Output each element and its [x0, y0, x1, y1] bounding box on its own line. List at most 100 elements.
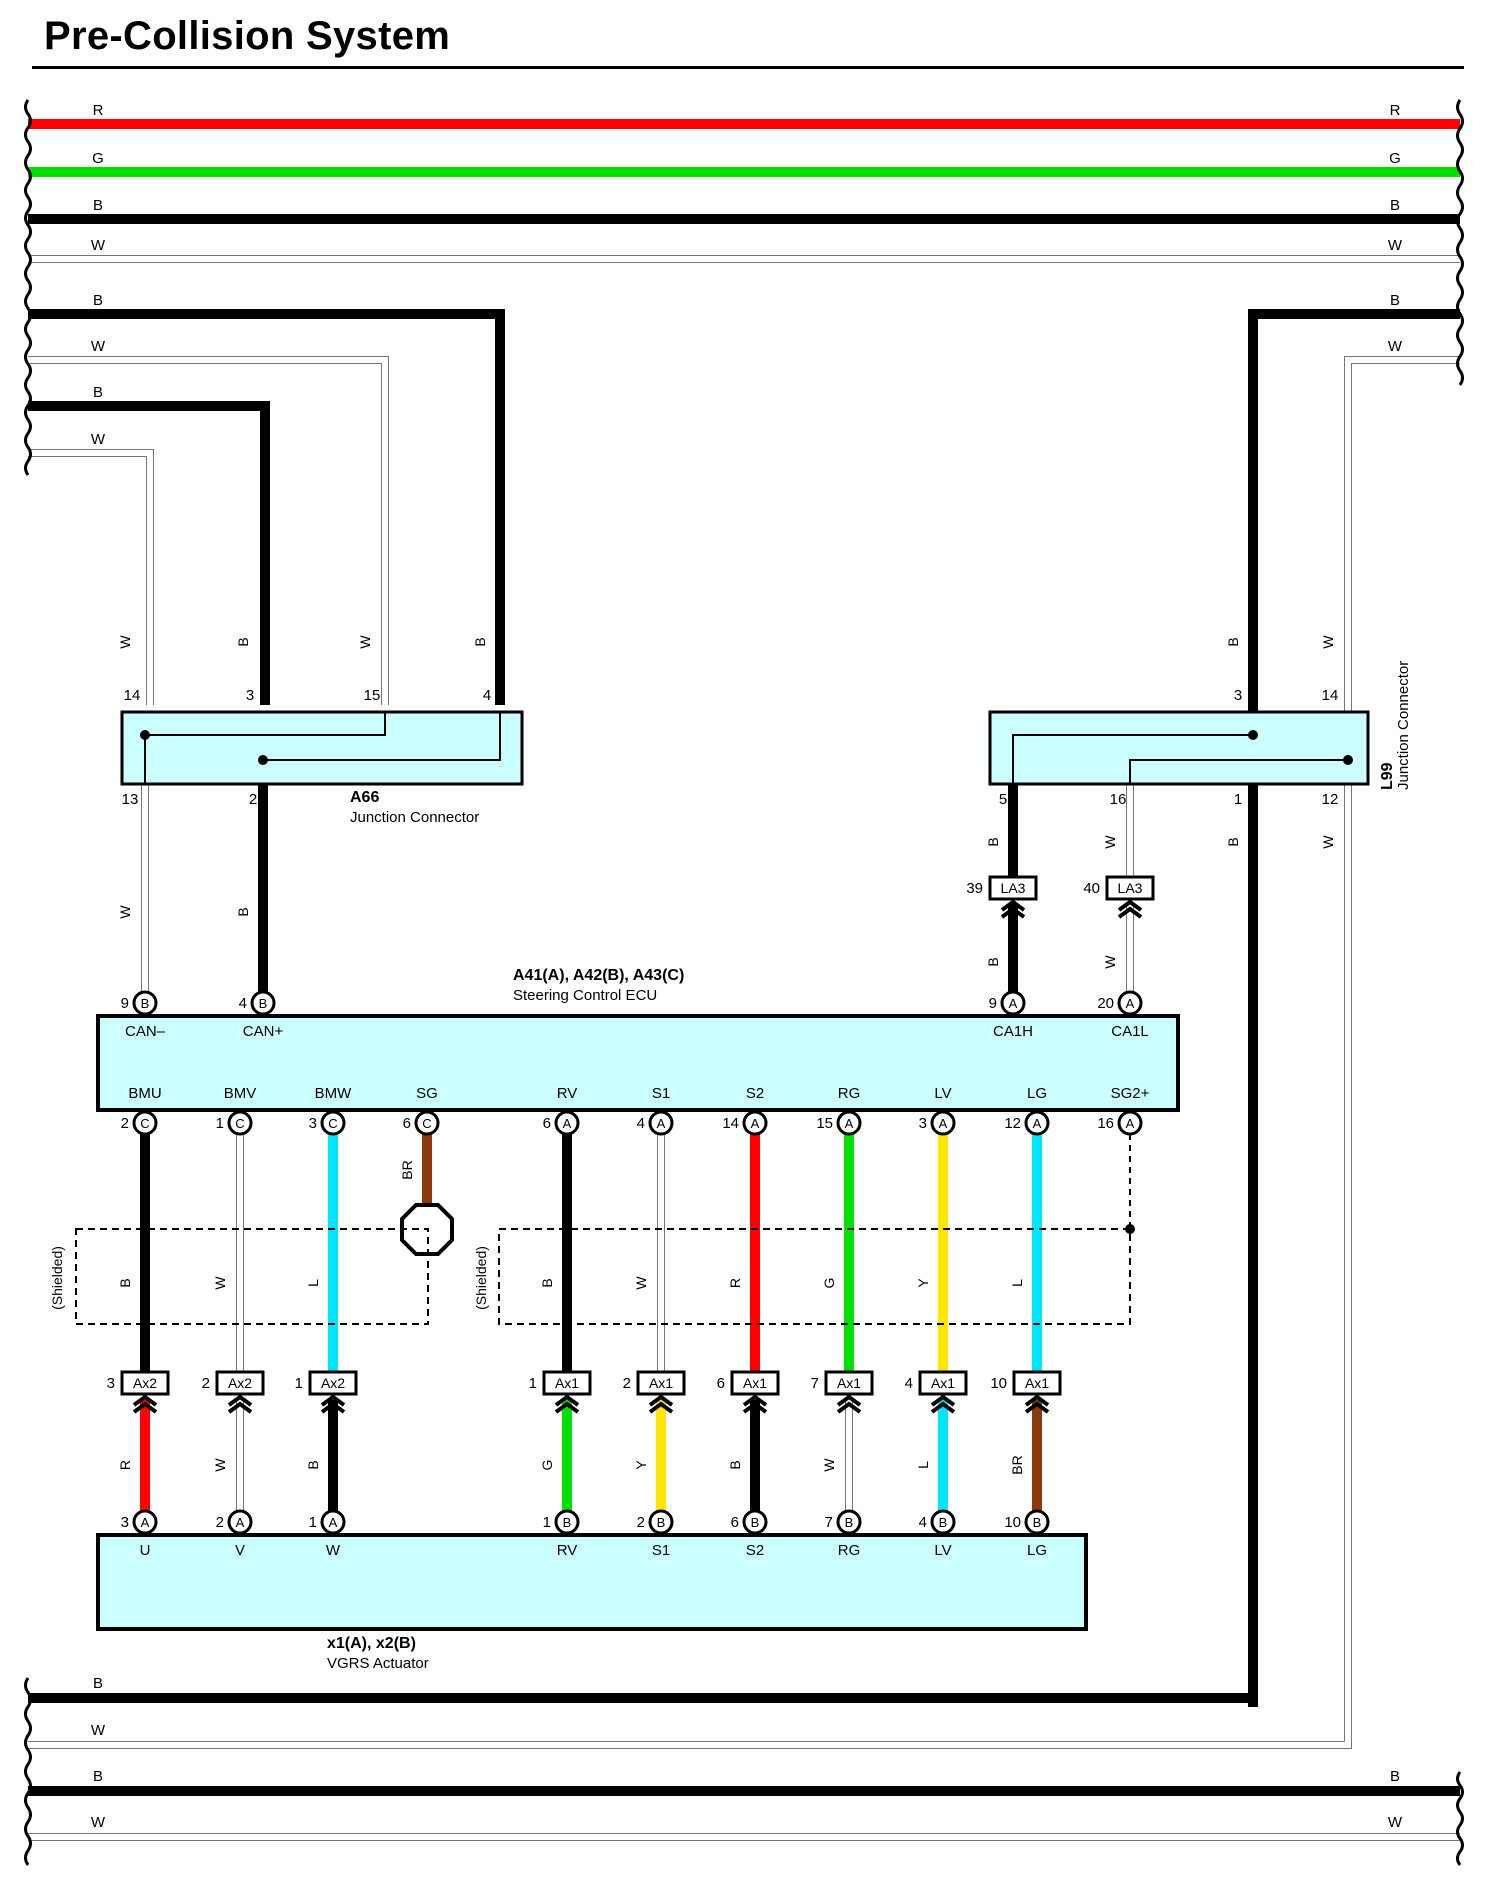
- ecu-terminal-num: 12: [1004, 1115, 1021, 1132]
- inline-connector-chevron: [320, 1401, 346, 1414]
- ecu-terminal: [250, 990, 276, 1016]
- ecu-terminal-num: 4: [637, 1115, 645, 1132]
- a66-bottom-pin: 13: [122, 791, 139, 808]
- a66-internal-trace: [145, 712, 386, 736]
- l99-junction-dot: [1248, 730, 1258, 740]
- ecu-terminal-label: BMW: [315, 1085, 353, 1102]
- wire-color-label: B: [985, 837, 1001, 846]
- wire-color-label: W: [117, 905, 133, 919]
- bus-label-right: R: [1390, 102, 1401, 119]
- shield-label: (Shielded): [473, 1246, 489, 1310]
- wire-color-label: W: [357, 635, 373, 649]
- inline-connector-pin: 3: [107, 1375, 115, 1392]
- inline-connector-chevron: [930, 1401, 956, 1414]
- wire-color-label: B: [1225, 837, 1241, 846]
- inline-connector-chevron: [1024, 1394, 1050, 1407]
- left-break-bottom: [24, 1677, 32, 1866]
- wire-color-label: W: [633, 1276, 649, 1290]
- a66-id: A66: [350, 789, 379, 806]
- actuator-terminal-label: S2: [746, 1542, 764, 1559]
- ecu-terminal-letter: C: [422, 1116, 431, 1131]
- inline-connector-label: Ax2: [228, 1375, 252, 1391]
- wire-color-label: R: [117, 1460, 133, 1470]
- ecu-terminal-label: CA1L: [1111, 1023, 1149, 1040]
- top-bus-wire-5: [28, 357, 388, 705]
- ecu-terminal-label: SG2+: [1111, 1085, 1150, 1102]
- la3-inline-connector-label: LA3: [1118, 880, 1143, 896]
- actuator-terminal-num: 6: [731, 1514, 739, 1531]
- inline-connector-chevron: [742, 1394, 768, 1407]
- inline-connector-label: Ax1: [837, 1375, 861, 1391]
- ecu-name: Steering Control ECU: [513, 987, 657, 1004]
- ecu-terminal-num: 20: [1097, 995, 1114, 1012]
- inline-connector-label: Ax2: [321, 1375, 345, 1391]
- wire-color-label: W: [821, 1458, 837, 1472]
- actuator-terminal: [554, 1509, 580, 1535]
- bus-label-left: B: [93, 292, 103, 309]
- ecu-terminal-label: S1: [652, 1085, 670, 1102]
- wire-color-label: B: [539, 1278, 555, 1287]
- ecu-terminal: [1000, 990, 1026, 1016]
- inline-connector-box: [542, 1370, 592, 1396]
- actuator-terminal-letter: B: [563, 1515, 572, 1530]
- bottom-bus-wire-0: [28, 1693, 1258, 1707]
- ecu-terminal-num: 9: [121, 995, 129, 1012]
- wire-color-label: B: [472, 637, 488, 646]
- la3-inline-connector-box: [1105, 875, 1155, 901]
- ecu-terminal-num: 6: [403, 1115, 411, 1132]
- actuator-terminal-letter: B: [751, 1515, 760, 1530]
- actuator-terminal-label: LG: [1027, 1542, 1047, 1559]
- ecu-terminal-label: BMU: [128, 1085, 161, 1102]
- component-layer: [24, 99, 1464, 1866]
- ecu-terminal-num: 3: [309, 1115, 317, 1132]
- bus-label-right: B: [1390, 197, 1400, 214]
- a66-junction-dot: [258, 755, 268, 765]
- inline-connector-pin: 6: [717, 1375, 725, 1392]
- actuator-terminal: [648, 1509, 674, 1535]
- l99-name: Junction Connector: [1395, 661, 1412, 790]
- inline-connector-pin: 2: [623, 1375, 631, 1392]
- ecu-terminal: [1117, 990, 1143, 1016]
- a66-junction-dot: [140, 730, 150, 740]
- wire-color-label: BR: [1009, 1455, 1025, 1474]
- actuator-terminal-num: 1: [309, 1514, 317, 1531]
- wire-color-label: G: [539, 1460, 555, 1471]
- bus-label-right: W: [1388, 338, 1403, 355]
- inline-connector-label: Ax1: [555, 1375, 579, 1391]
- actuator-terminal-letter: B: [657, 1515, 666, 1530]
- bus-label-left: B: [93, 197, 103, 214]
- bus-label-left: W: [91, 237, 106, 254]
- wire-color-label: B: [235, 907, 251, 916]
- inline-connector-box: [120, 1370, 170, 1396]
- inline-connector-chevron: [930, 1394, 956, 1407]
- wire-color-label: BR: [399, 1160, 415, 1179]
- ecu-terminal-num: 1: [216, 1115, 224, 1132]
- inline-connector-chevron: [554, 1394, 580, 1407]
- actuator-terminal: [1024, 1509, 1050, 1535]
- inline-connector-chevron: [836, 1394, 862, 1407]
- wire-color-label: L: [305, 1279, 321, 1287]
- wire-color-label: W: [1102, 955, 1118, 969]
- inline-connector-pin: 4: [905, 1375, 913, 1392]
- actuator-terminal-label: RV: [557, 1542, 578, 1559]
- ecu-terminal-label: CAN+: [243, 1023, 284, 1040]
- l99-id: L99: [1379, 762, 1396, 790]
- ecu-terminal: [227, 1110, 253, 1136]
- ecu-terminal-letter: A: [1126, 996, 1135, 1011]
- l99-internal-trace: [1129, 759, 1348, 784]
- actuator-terminal-letter: B: [939, 1515, 948, 1530]
- l99-bottom-pin: 16: [1110, 791, 1127, 808]
- inline-connector-label: Ax1: [743, 1375, 767, 1391]
- inline-connector-pin: 2: [202, 1375, 210, 1392]
- a66-top-pin: 14: [124, 687, 141, 704]
- ecu-terminal: [132, 1110, 158, 1136]
- ecu-terminal-letter: A: [1033, 1116, 1042, 1131]
- a66-top-pin: 15: [364, 687, 381, 704]
- la3-inline-connector-chevron: [1000, 906, 1026, 919]
- wire-color-label: W: [1320, 835, 1336, 849]
- actuator-terminal-letter: A: [141, 1515, 150, 1530]
- actuator-terminal-label: V: [235, 1542, 245, 1559]
- inline-connector-box: [918, 1370, 968, 1396]
